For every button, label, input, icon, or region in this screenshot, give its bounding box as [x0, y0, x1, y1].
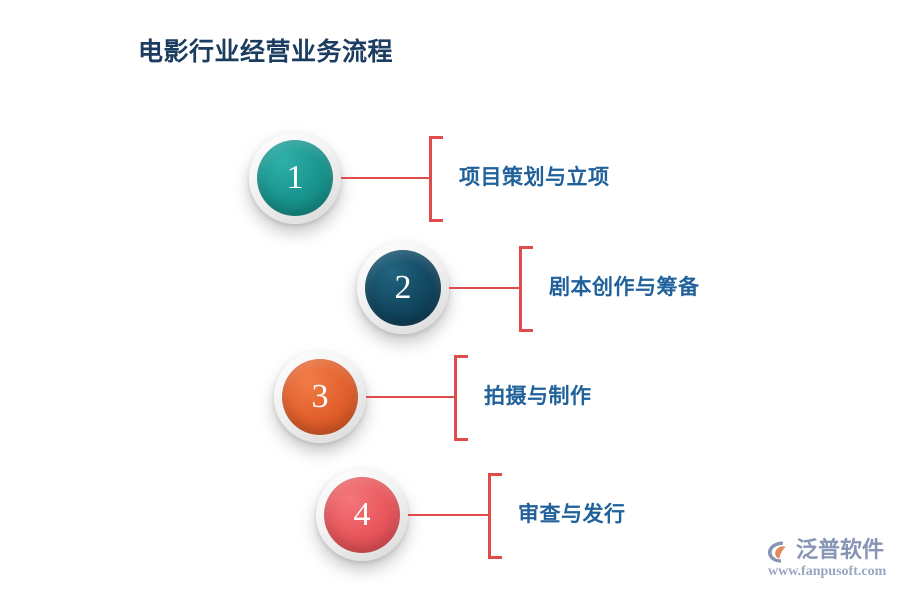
step-connector-2: [449, 287, 519, 289]
step-circle-3[interactable]: 3: [264, 351, 366, 455]
step-circle-2[interactable]: 2: [347, 242, 449, 346]
brand-name: 泛普软件: [796, 537, 885, 562]
step-connector-3: [366, 396, 454, 398]
step-circle-1[interactable]: 1: [239, 132, 341, 236]
step-number-2: 2: [365, 250, 441, 326]
step-label-1: 项目策划与立项: [459, 165, 610, 189]
step-bracket-4: [488, 473, 502, 559]
step-connector-4: [408, 514, 488, 516]
fanpu-logo-icon: [766, 540, 792, 564]
step-connector-1: [341, 177, 429, 179]
brand-url: www.fanpusoft.com: [768, 564, 887, 579]
step-number-4: 4: [324, 477, 400, 553]
step-bracket-3: [454, 355, 468, 441]
step-circle-4[interactable]: 4: [306, 469, 408, 573]
step-number-3: 3: [282, 359, 358, 435]
step-bracket-1: [429, 136, 443, 222]
step-label-3: 拍摄与制作: [484, 384, 592, 408]
step-label-4: 审查与发行: [518, 502, 626, 526]
page-title: 电影行业经营业务流程: [138, 39, 394, 66]
brand-watermark: 泛普软件 www.fanpusoft.com: [766, 537, 894, 584]
step-number-1: 1: [257, 140, 333, 216]
step-bracket-2: [519, 246, 533, 332]
step-label-2: 剧本创作与筹备: [549, 275, 700, 299]
